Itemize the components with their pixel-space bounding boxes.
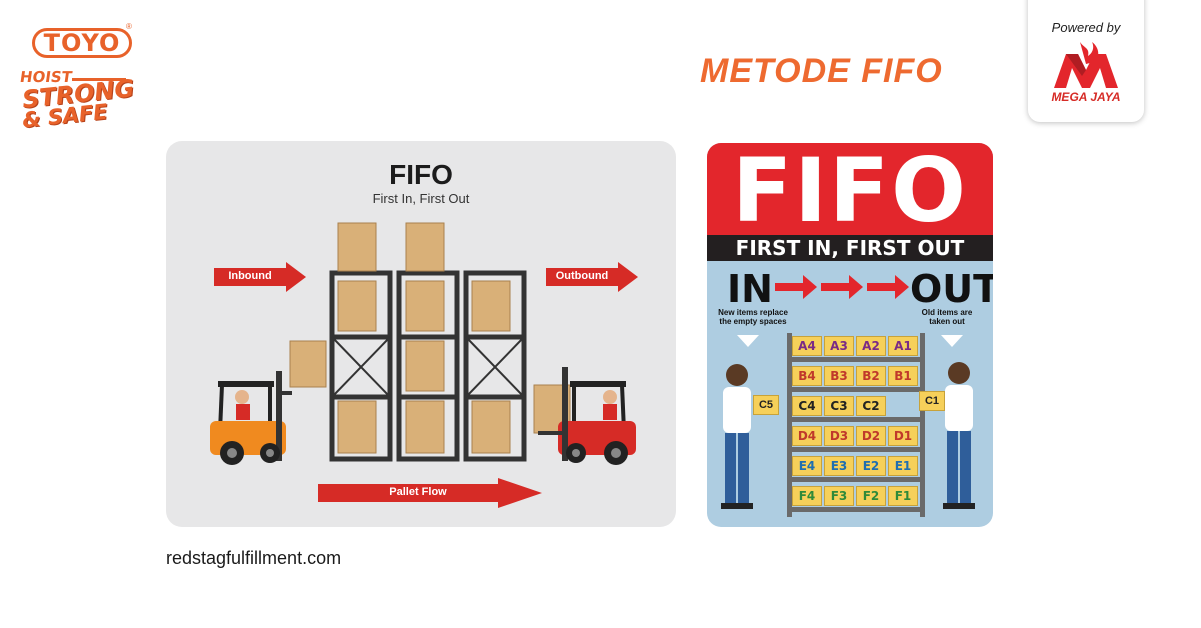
shelf-level — [787, 387, 925, 392]
pallet-rack — [329, 270, 527, 462]
shelf-item: E4 — [792, 456, 822, 476]
pallet-flow-label: Pallet Flow — [389, 486, 447, 498]
shelf-item: C2 — [856, 396, 886, 416]
inbound-forklift — [210, 371, 292, 465]
shelf-item: D4 — [792, 426, 822, 446]
shelf-level — [787, 417, 925, 422]
shelf-item: B2 — [856, 366, 886, 386]
shelf-item: D2 — [856, 426, 886, 446]
shelf-post-left — [787, 333, 792, 517]
shelf-item: E1 — [888, 456, 918, 476]
left-diagram-subtitle: First In, First Out — [372, 191, 470, 206]
left-worker — [721, 364, 753, 509]
out-note: Old items are taken out — [921, 308, 973, 326]
inbound-arrow — [214, 262, 306, 292]
source-credit: redstagfulfillment.com — [166, 548, 342, 568]
shelf-item: E2 — [856, 456, 886, 476]
fifo-warehouse-illustration: FIFO First In, First Out Inbound Outboun… — [166, 141, 676, 527]
sign-banner: FIRST IN, FIRST OUT — [707, 235, 993, 261]
in-label: IN — [727, 267, 773, 311]
shelf-item: D3 — [824, 426, 854, 446]
shelf-item: B1 — [888, 366, 918, 386]
shelf-item: B3 — [824, 366, 854, 386]
right-worker — [943, 362, 975, 509]
in-note: New items replace the empty spaces — [718, 308, 788, 326]
shelf-item: A1 — [888, 336, 918, 356]
outbound-forklift — [538, 367, 636, 465]
warehouse-scene — [210, 222, 638, 508]
out-pointer-icon — [941, 335, 963, 347]
held-box-outgoing: C1 — [919, 391, 945, 411]
shelf-item: F1 — [888, 486, 918, 506]
shelf-item: F3 — [824, 486, 854, 506]
outbound-arrow — [546, 262, 638, 292]
outbound-label: Outbound — [555, 270, 609, 282]
shelf-level — [787, 447, 925, 452]
in-pointer-icon — [737, 335, 759, 347]
shelf-item: C4 — [792, 396, 822, 416]
registered-mark: ® — [126, 22, 132, 31]
mega-jaya-logo-icon — [1054, 42, 1118, 88]
sign-header-band — [707, 143, 993, 235]
fifo-sign-illustration: FIFO FIRST IN, FIRST OUT IN OUT N — [707, 143, 993, 527]
sign-title: FIFO — [732, 143, 968, 242]
logo-divider — [72, 78, 126, 81]
direction-arrows — [775, 275, 909, 299]
shelf-item: F4 — [792, 486, 822, 506]
shelf-item: B4 — [792, 366, 822, 386]
powered-by-label: Powered by — [1051, 20, 1121, 35]
sign-graphics — [721, 275, 975, 509]
shelf-item: A2 — [856, 336, 886, 356]
held-box-incoming: C5 — [753, 395, 779, 415]
shelf-level — [787, 477, 925, 482]
powered-by-badge: Powered by MEGA JAYA — [1028, 0, 1144, 122]
toyo-brand-text: TOYO — [32, 28, 132, 58]
toyo-hoist-logo: TOYO ® HOIST STRONG & SAFE — [18, 22, 138, 132]
mega-jaya-text: MEGA JAYA — [1051, 90, 1121, 104]
shelf-item: C3 — [824, 396, 854, 416]
shelf-post-right — [920, 333, 925, 517]
pallet-flow-arrow — [318, 478, 542, 508]
shelf-item: A4 — [792, 336, 822, 356]
shelf-level — [787, 357, 925, 362]
shelf-item: F2 — [856, 486, 886, 506]
shelf-item: A3 — [824, 336, 854, 356]
shelf-item: E3 — [824, 456, 854, 476]
shelf-level — [787, 507, 925, 512]
out-label: OUT — [910, 267, 993, 311]
left-diagram-title: FIFO — [389, 159, 453, 190]
shelf-item: D1 — [888, 426, 918, 446]
inbound-label: Inbound — [228, 270, 272, 282]
page-title: METODE FIFO — [700, 52, 943, 90]
